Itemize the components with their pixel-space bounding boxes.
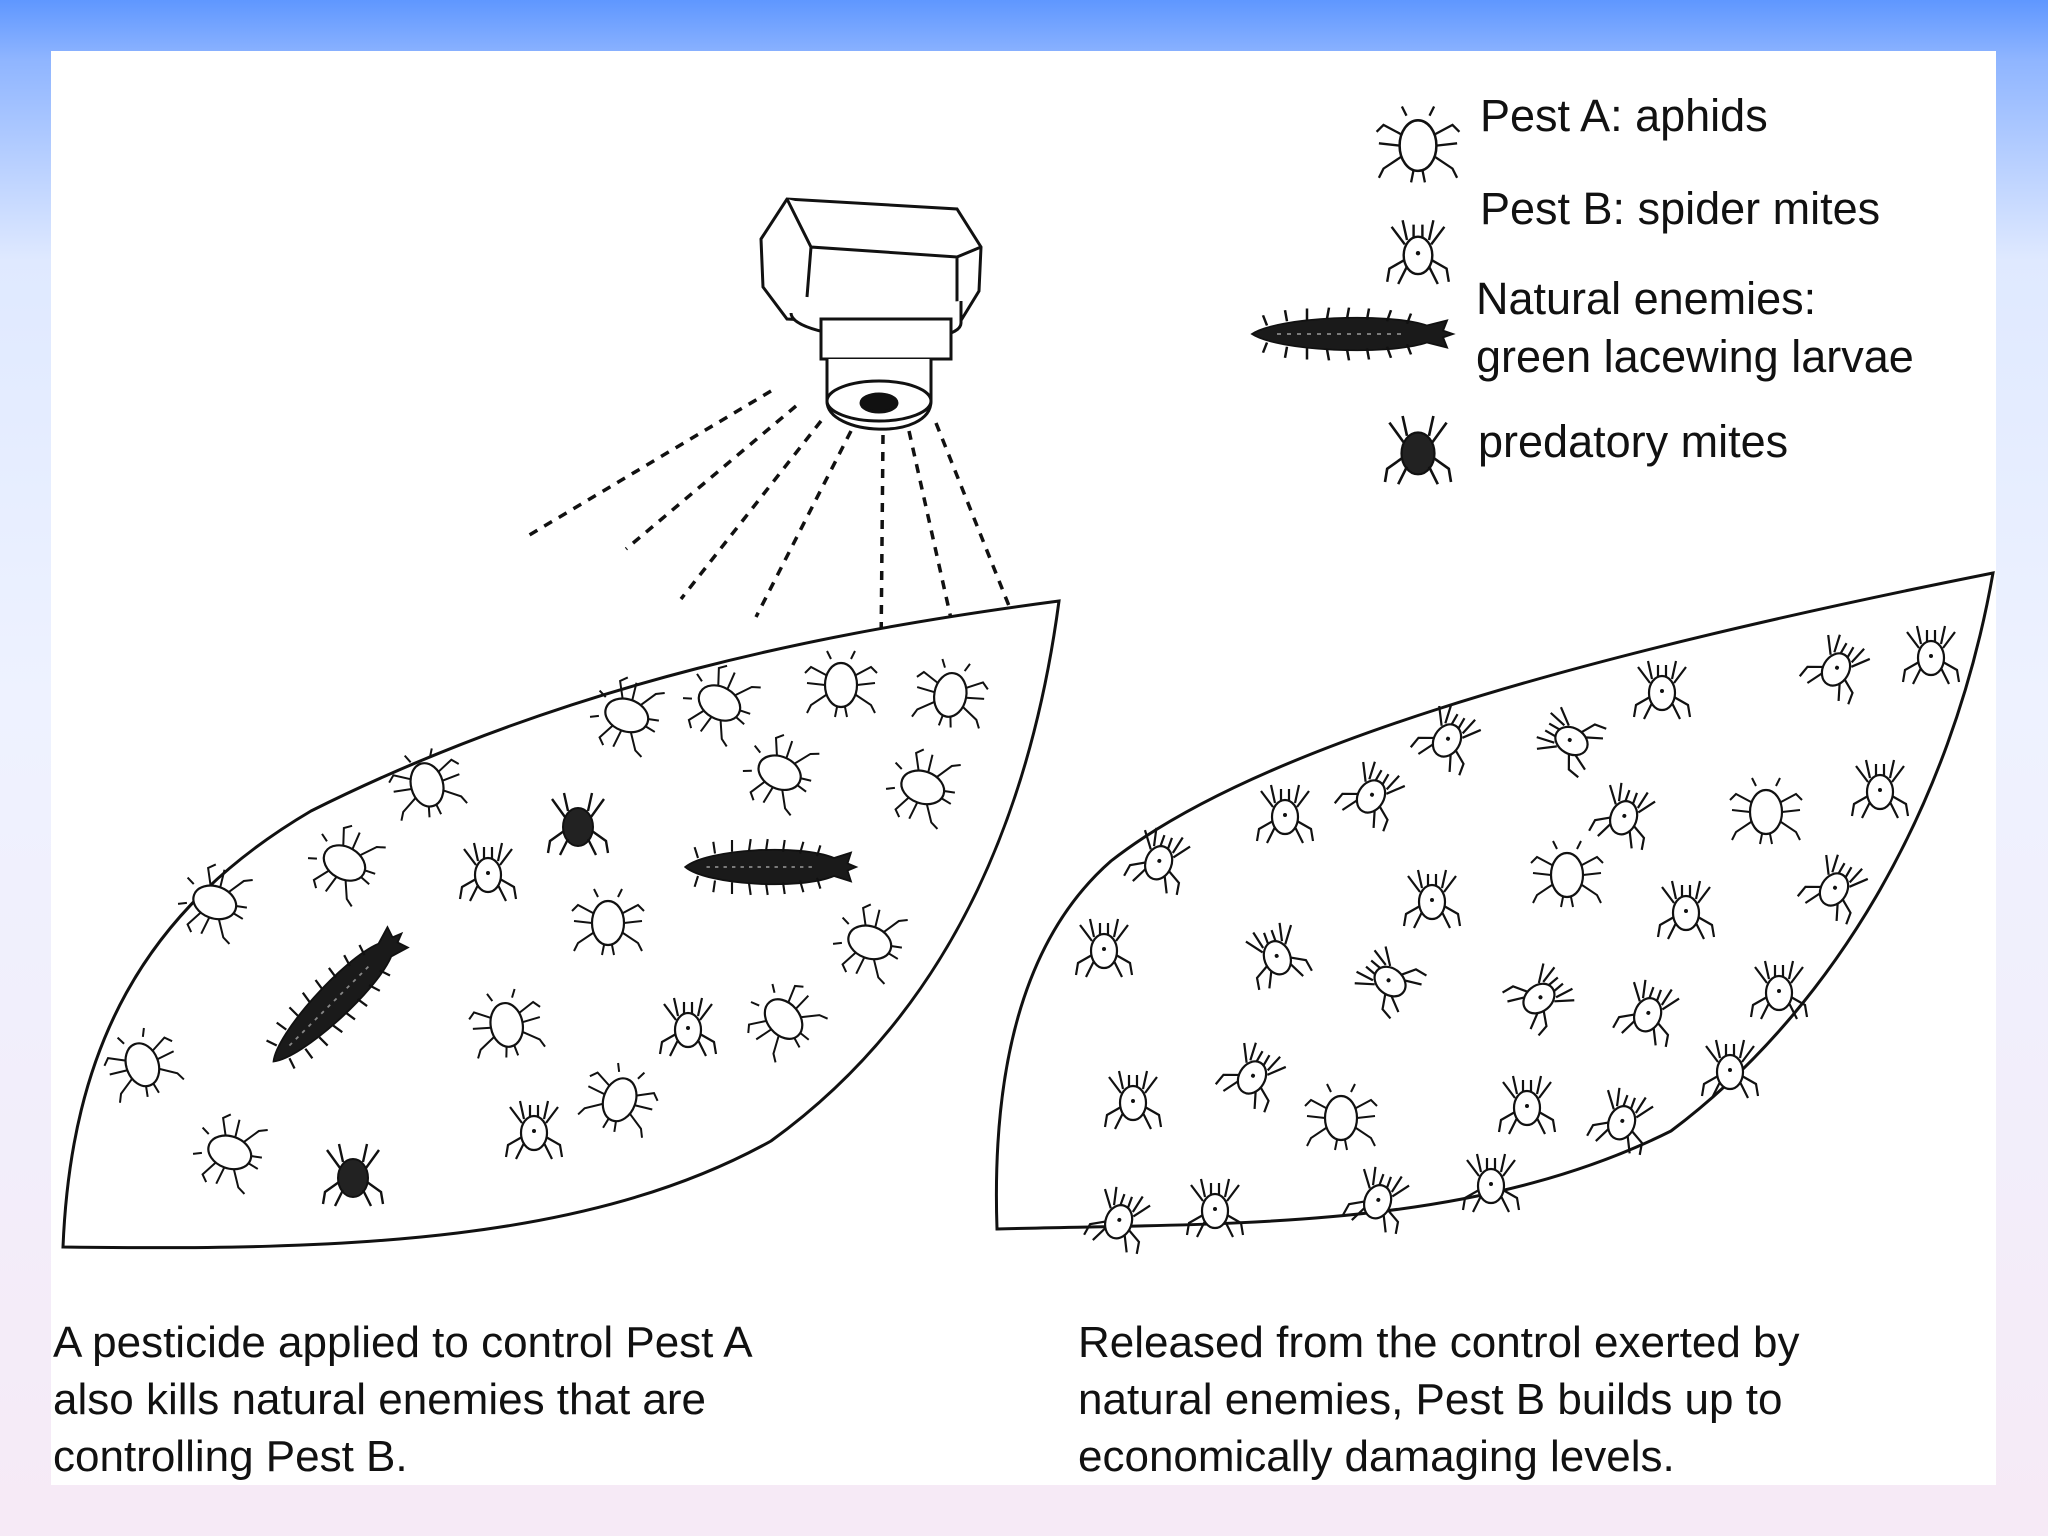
lacewing-larva-icon bbox=[1250, 306, 1455, 362]
spray-nozzle-icon bbox=[759, 197, 983, 431]
spray-lines bbox=[525, 389, 1033, 662]
pesticide-diagram bbox=[61, 105, 1995, 1257]
predatory-mite-icon bbox=[1383, 414, 1453, 486]
legend-pest-a: Pest A: aphids bbox=[1480, 90, 1768, 141]
legend-pest-b: Pest B: spider mites bbox=[1480, 183, 1881, 234]
caption-left: A pesticide applied to control Pest A al… bbox=[53, 1318, 753, 1482]
caption-right: Released from the control exerted by nat… bbox=[1078, 1318, 1800, 1482]
legend-lacewing: green lacewing larvae bbox=[1476, 331, 1914, 382]
legend-icons bbox=[1250, 105, 1461, 486]
aphid-icon bbox=[1375, 105, 1461, 184]
legend-natural-enemies-heading: Natural enemies: bbox=[1476, 273, 1817, 324]
diagram-panel: Pest A: aphids Pest B: spider mites Natu… bbox=[51, 51, 1996, 1485]
legend-predatory-mites: predatory mites bbox=[1478, 416, 1789, 467]
spider-mite-icon bbox=[1385, 218, 1451, 286]
